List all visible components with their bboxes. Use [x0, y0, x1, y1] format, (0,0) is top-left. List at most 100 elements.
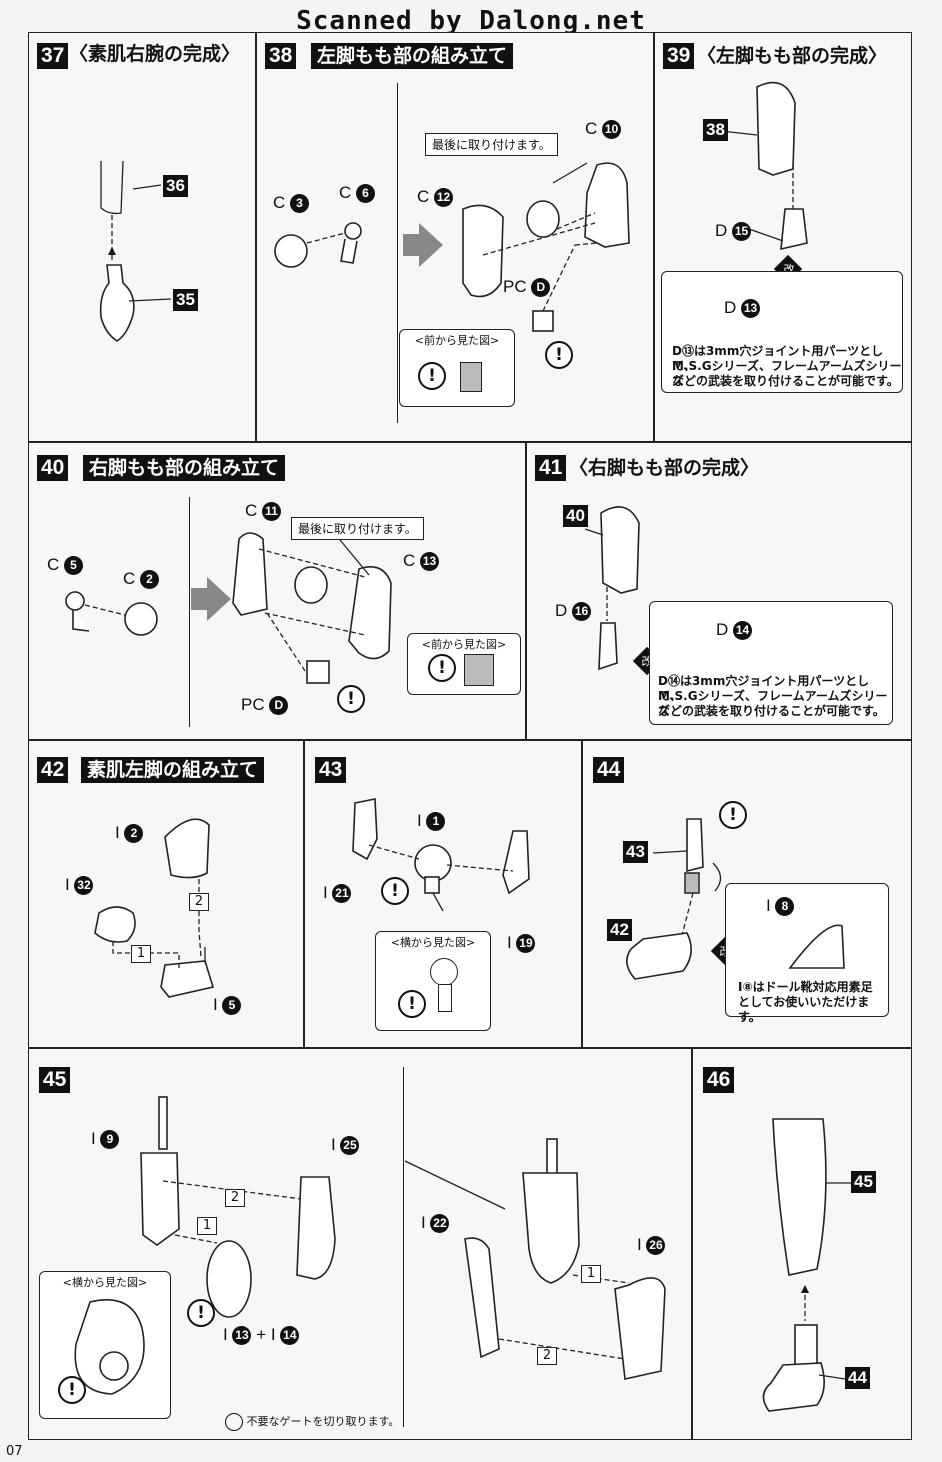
- ref-step-42: 42: [607, 919, 632, 941]
- thigh-left-illustration: [274, 162, 630, 332]
- gate-note: 不要なゲートを切り取ります。: [225, 1413, 399, 1431]
- label-c6: C 6: [339, 183, 376, 204]
- thigh-right-illustration: [65, 528, 392, 684]
- step-number: 40: [37, 455, 69, 481]
- lower-leg-illustration: [140, 1096, 666, 1380]
- panel-divider: [189, 497, 190, 727]
- side-view-inset: <横から見た図> !: [375, 931, 491, 1031]
- panel-step-37: 37 〈素肌右腕の完成〉 36 35: [28, 32, 256, 442]
- order-marker-2b: 2: [537, 1347, 557, 1365]
- warning-icon: !: [428, 654, 456, 682]
- label-c3: C 3: [273, 193, 310, 214]
- doll-foot-info-box: I 8 I⑧はドール靴対応用素足 としてお使いいただけます。: [725, 883, 889, 1024]
- label-c10: C 10: [585, 119, 622, 140]
- label-i21: I 21: [323, 883, 352, 904]
- cut-gate-icon: [225, 1413, 243, 1431]
- panel-step-46: 46 45 44: [692, 1048, 912, 1440]
- watermark: Scanned by Dalong.net: [296, 6, 646, 36]
- note-line-2: としてお使いいただけます。: [738, 995, 870, 1024]
- step-number: 45: [39, 1067, 71, 1093]
- ref-step-38: 38: [703, 119, 728, 141]
- panel-step-39: 39 〈左脚もも部の完成〉 38 D 15 改 D 13 D⑬は3mm穴ジョイン…: [654, 32, 912, 442]
- front-view-inset: <前から見た図> !: [399, 329, 515, 407]
- step-number: 37: [37, 43, 69, 69]
- ankle-joint-illustration: [352, 798, 530, 912]
- label-c11: C 11: [245, 501, 282, 522]
- panel-step-40: 40 右脚もも部の組み立て C 5 C 2 C 11 最後に取り付けます。 C …: [28, 442, 526, 740]
- custom-tag-label: 改: [641, 655, 653, 668]
- front-view-inset: <前から見た図> !: [407, 633, 521, 695]
- step-title: 右脚もも部の組み立て: [83, 455, 286, 481]
- joint-info-box: D 13 D⑬は3mm穴ジョイント用パーツとして、 M.S.Gシリーズ、フレーム…: [661, 271, 903, 393]
- callout-attach-last: 最後に取り付けます。: [291, 517, 424, 540]
- step-title: 素肌左脚の組み立て: [81, 757, 265, 783]
- warning-icon: !: [58, 1376, 86, 1404]
- leg-complete-illustration: [762, 1118, 851, 1412]
- label-i22: I 22: [421, 1213, 450, 1234]
- step-number: 39: [663, 43, 695, 69]
- panel-divider: [397, 83, 398, 423]
- label-i2: I 2: [115, 823, 144, 844]
- ref-step-40: 40: [563, 505, 588, 527]
- label-c2: C 2: [123, 569, 160, 590]
- ref-step-35: 35: [173, 289, 198, 311]
- panel-step-44: 44 43 42 ! 改 I 8 I⑧はドール靴対応用素足 としてお使いいただけ…: [582, 740, 912, 1048]
- order-marker-2: 2: [189, 893, 209, 911]
- panel-divider: [403, 1067, 404, 1427]
- note-line-3: などの武装を取り付けることが可能です。: [658, 704, 885, 718]
- warning-icon: !: [418, 362, 446, 390]
- warning-icon: !: [187, 1299, 215, 1327]
- label-pc-d: PC D: [503, 277, 551, 298]
- step-title: 〈右脚もも部の完成〉: [569, 457, 760, 479]
- arm-illustration: [99, 160, 172, 342]
- order-marker-2: 2: [225, 1189, 245, 1207]
- step-number: 38: [265, 43, 297, 69]
- custom-tag-label: 改: [783, 263, 795, 276]
- label-i8: I 8: [766, 896, 795, 917]
- label-d15: D 15: [715, 221, 752, 242]
- warning-icon: !: [337, 685, 365, 713]
- panel-step-45: 45 I 9 I 25 I 22 I 26 I 13 + I 14 2 1 1 …: [28, 1048, 692, 1440]
- label-d16: D 16: [555, 601, 592, 622]
- step-number: 42: [37, 757, 69, 783]
- label-c12: C 12: [417, 187, 454, 208]
- warning-icon: !: [381, 877, 409, 905]
- label-i1: I 1: [417, 811, 446, 832]
- note-line-1: D⑭は3mm穴ジョイント用パーツとして、: [658, 674, 870, 703]
- label-i25: I 25: [331, 1135, 360, 1156]
- note-line-2: M.S.Gシリーズ、フレームアームズシリーズ: [672, 359, 902, 388]
- ref-step-45: 45: [851, 1171, 876, 1193]
- callout-attach-last: 最後に取り付けます。: [425, 133, 558, 156]
- label-i19: I 19: [507, 933, 536, 954]
- ref-step-36: 36: [163, 175, 188, 197]
- note-line-3: などの武装を取り付けることが可能です。: [672, 374, 899, 388]
- label-i13-plus-i14: I 13 + I 14: [223, 1325, 300, 1346]
- panel-step-38: 38 左脚もも部の組み立て C 3 C 6 最後に取り付けます。 C 12 C …: [256, 32, 654, 442]
- foot-assembly-illustration: [626, 818, 722, 980]
- order-marker-1: 1: [131, 945, 151, 963]
- step-number: 41: [535, 455, 567, 481]
- side-view-part: [74, 1299, 145, 1395]
- order-marker-1b: 1: [581, 1265, 601, 1283]
- panel-step-42: 42 素肌左脚の組み立て I 2 I 32 I 5 1 2: [28, 740, 304, 1048]
- step-number: 44: [593, 757, 625, 783]
- step-title: 〈左脚もも部の完成〉: [697, 45, 888, 67]
- label-i26: I 26: [637, 1235, 666, 1256]
- doll-foot-part: [788, 924, 845, 969]
- panel-step-43: 43 I 1 I 21 I 19 ! <横から見た図> !: [304, 740, 582, 1048]
- ref-step-44: 44: [845, 1367, 870, 1389]
- note-line-1: D⑬は3mm穴ジョイント用パーツとして、: [672, 344, 884, 373]
- label-pc-d: PC D: [241, 695, 289, 716]
- label-i32: I 32: [65, 875, 94, 896]
- label-i5: I 5: [213, 995, 242, 1016]
- foot-left-illustration: [94, 818, 215, 998]
- ref-step-43: 43: [623, 841, 648, 863]
- label-d13: D 13: [724, 298, 761, 319]
- label-c5: C 5: [47, 555, 84, 576]
- flow-arrow: [403, 223, 443, 267]
- label-d14: D 14: [716, 620, 753, 641]
- step-number: 43: [315, 757, 347, 783]
- step-number: 46: [703, 1067, 735, 1093]
- step-title: 〈素肌右腕の完成〉: [69, 43, 241, 65]
- warning-icon: !: [719, 801, 747, 829]
